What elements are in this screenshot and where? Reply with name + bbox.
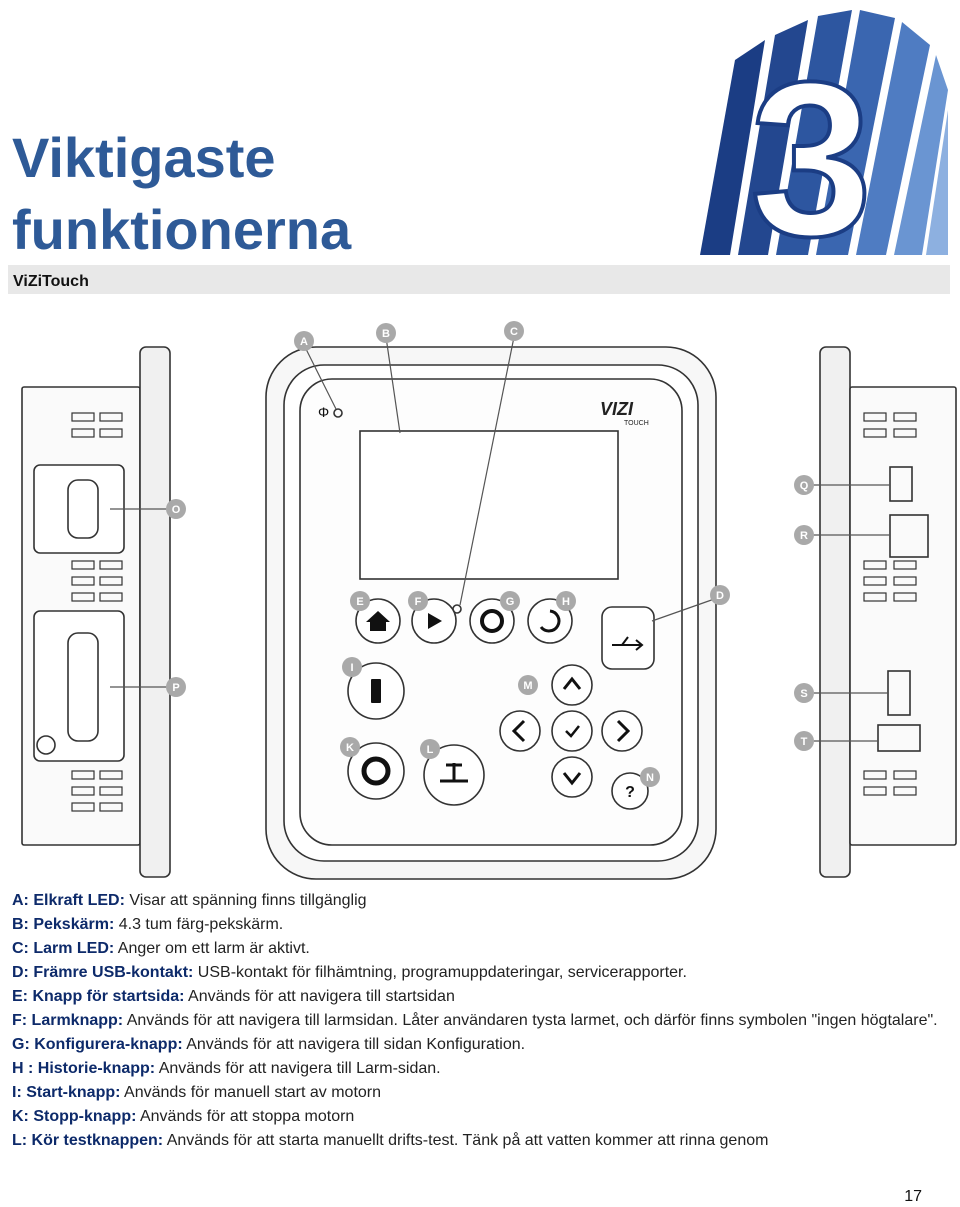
legend-list: A: Elkraft LED: Visar att spänning finns… xyxy=(12,889,942,1153)
page-title-line1: Viktigaste xyxy=(12,126,276,189)
logo-digit: 3 xyxy=(750,36,872,262)
callout-a: A xyxy=(300,336,308,348)
callout-d: D xyxy=(716,590,724,602)
nav-pad xyxy=(499,664,649,810)
power-led xyxy=(333,408,343,418)
brand-logo: VIZI xyxy=(600,399,634,419)
touchscreen[interactable] xyxy=(359,430,619,580)
callout-t: T xyxy=(801,736,808,748)
usb-port-rear xyxy=(889,466,913,502)
check-icon xyxy=(565,725,580,738)
section-subtitle: ViZiTouch xyxy=(13,273,89,290)
callout-f: F xyxy=(415,596,422,608)
nav-left-button[interactable] xyxy=(499,710,541,752)
brand-sub: TOUCH xyxy=(624,420,649,427)
left-side-view xyxy=(21,346,171,878)
button-glyphs: ? xyxy=(361,609,644,801)
legend-row-i: I: Start-knapp: Används för manuell star… xyxy=(12,1084,382,1101)
page-title: Viktigaste funktionerna xyxy=(12,122,351,266)
callout-l: L xyxy=(427,744,434,756)
gear-icon xyxy=(480,609,504,633)
callout-b: B xyxy=(382,328,390,340)
right-side-view xyxy=(819,346,957,878)
company-logo: 3 xyxy=(700,10,948,262)
function-buttons-row xyxy=(355,598,573,644)
help-button[interactable] xyxy=(611,772,649,810)
stop-icon xyxy=(361,756,391,786)
page-title-line2: funktionerna xyxy=(12,198,352,261)
nav-down-button[interactable] xyxy=(551,756,593,798)
callout-p: P xyxy=(172,682,179,694)
callout-i: I xyxy=(350,662,353,674)
callout-r: R xyxy=(800,530,808,542)
legend-row-b: B: Pekskärm: 4.3 tum färg-pekskärm. xyxy=(12,916,284,933)
callout-n: N xyxy=(646,772,654,784)
db25-port xyxy=(67,632,99,742)
valve-test-icon xyxy=(440,763,468,783)
logo-fan-rays xyxy=(700,10,948,255)
nav-up-button[interactable] xyxy=(551,664,593,706)
speaker-mute-icon xyxy=(428,613,442,629)
legend-row-h: H : Historie-knapp: Används för att navi… xyxy=(12,1060,441,1077)
stop-button[interactable] xyxy=(347,742,405,800)
callout-e: E xyxy=(356,596,363,608)
legend-row-k: K: Stopp-knapp: Används för att stoppa m… xyxy=(12,1108,355,1125)
db9-port xyxy=(67,479,99,539)
dip-switch xyxy=(877,724,921,752)
power-symbol: Φ xyxy=(318,404,329,420)
home-icon xyxy=(366,611,390,631)
usb-icon xyxy=(612,636,644,651)
legend-row-a: A: Elkraft LED: Visar att spänning finns… xyxy=(12,892,367,909)
legend-row-f: F: Larmknapp: Används för att navigera t… xyxy=(12,1012,938,1029)
callout-q: Q xyxy=(800,480,809,492)
nav-right-button[interactable] xyxy=(601,710,643,752)
legend-row-g: G: Konfigurera-knapp: Används för att na… xyxy=(12,1036,526,1053)
callout-s: S xyxy=(800,688,807,700)
help-icon: ? xyxy=(625,784,635,801)
chevron-left-icon xyxy=(511,719,526,743)
ground-screw xyxy=(36,735,56,755)
vizitouch-diagram: A B C D E F G H I K L M N O P Q R S T ? … xyxy=(21,321,957,880)
right-vent-slots xyxy=(863,412,917,796)
chevron-right-icon xyxy=(616,719,631,743)
ethernet-port xyxy=(889,514,929,558)
left-vent-slots xyxy=(71,412,123,812)
configure-button[interactable] xyxy=(469,598,515,644)
legend-row-e: E: Knapp för startsida: Används för att … xyxy=(12,988,455,1005)
legend-row-l: L: Kör testknappen: Används för att star… xyxy=(12,1132,769,1149)
section-bar: ViZiTouch xyxy=(8,265,950,294)
callout-bubbles xyxy=(166,321,814,787)
nav-ok-button[interactable] xyxy=(551,710,593,752)
callout-g: G xyxy=(506,596,515,608)
callout-c: C xyxy=(510,326,518,338)
callout-m: M xyxy=(523,680,532,692)
chevron-up-icon xyxy=(562,676,582,690)
callout-letters: A B C D E F G H I K L M N O P Q R S T xyxy=(172,326,809,784)
legend-row-d: D: Främre USB-kontakt: USB-kontakt för f… xyxy=(12,964,687,981)
callout-k: K xyxy=(346,742,354,754)
callout-leaders xyxy=(110,336,890,742)
chevron-down-icon xyxy=(562,772,582,786)
callout-h: H xyxy=(562,596,570,608)
start-icon xyxy=(371,679,381,703)
history-icon xyxy=(539,609,561,633)
callout-o: O xyxy=(172,504,181,516)
legend-row-c: C: Larm LED: Anger om ett larm är aktivt… xyxy=(12,940,310,957)
page-number: 17 xyxy=(904,1188,922,1205)
history-button[interactable] xyxy=(527,598,573,644)
